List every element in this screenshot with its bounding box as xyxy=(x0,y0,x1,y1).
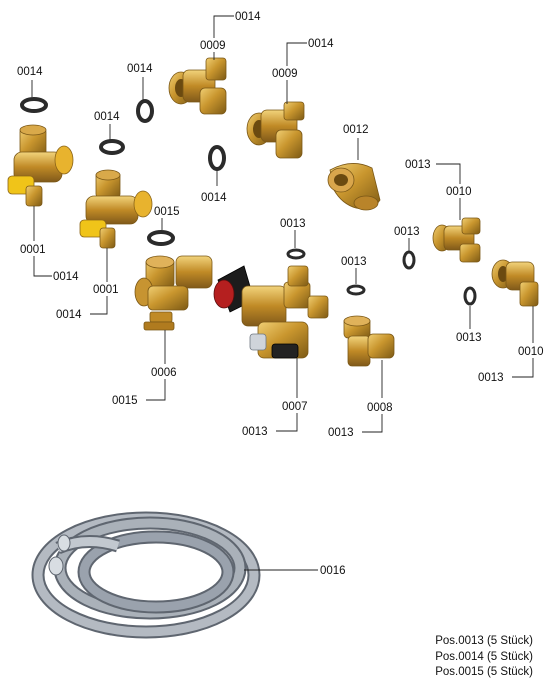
seal-ring-0014-a xyxy=(20,97,48,113)
label-0001-left: 0001 xyxy=(20,244,46,256)
leader-lines xyxy=(31,15,534,571)
seal-ring-0013-a xyxy=(286,248,306,260)
label-0015-bottom: 0015 xyxy=(112,395,138,407)
label-0014-top: 0014 xyxy=(235,11,261,23)
elbow-0009-top xyxy=(168,57,227,115)
label-0013-seal-a: 0013 xyxy=(280,218,306,230)
fitting-0008 xyxy=(343,315,395,367)
hose-coil-0016 xyxy=(31,511,261,639)
quantity-notes: Pos.0013 (5 Stück) Pos.0014 (5 Stück) Po… xyxy=(435,634,533,681)
safety-valve-group-0007 xyxy=(213,265,329,359)
label-0013-right-top: 0013 xyxy=(405,159,431,171)
label-0009-second: 0009 xyxy=(272,68,298,80)
ball-valve-0001-left xyxy=(7,124,74,207)
seal-ring-0013-b xyxy=(346,284,366,296)
seal-ring-0013-c xyxy=(402,250,416,270)
label-0006: 0006 xyxy=(151,367,177,379)
label-0014-right-bottom: 0014 xyxy=(56,309,82,321)
seal-ring-0015 xyxy=(147,230,175,246)
label-0015-seal: 0015 xyxy=(154,206,180,218)
label-0013-under-0008: 0013 xyxy=(328,427,354,439)
quantity-note-0013: Pos.0013 (5 Stück) xyxy=(435,635,533,647)
elbow-0010-b xyxy=(491,259,539,307)
elbow-fitting-0012 xyxy=(327,163,381,211)
seal-ring-0013-d xyxy=(463,286,477,306)
seal-ring-0014-d xyxy=(208,145,226,171)
label-0014-seal-c: 0014 xyxy=(127,63,153,75)
label-0008: 0008 xyxy=(367,402,393,414)
label-0013-seal-b: 0013 xyxy=(341,256,367,268)
label-0014-second: 0014 xyxy=(308,38,334,50)
label-0009-top: 0009 xyxy=(200,40,226,52)
label-0013-seal-c: 0013 xyxy=(394,226,420,238)
quantity-note-0015: Pos.0015 (5 Stück) xyxy=(435,666,533,678)
label-0001-right: 0001 xyxy=(93,284,119,296)
label-0014-seal-b: 0014 xyxy=(94,111,120,123)
quantity-note-0014: Pos.0014 (5 Stück) xyxy=(435,650,533,663)
label-0014-seal-a: 0014 xyxy=(17,66,43,78)
part-labels: 0014 0014 0014 0014 0009 0014 0009 0014 … xyxy=(17,11,544,577)
seal-ring-0014-b xyxy=(99,139,125,155)
label-0010-b: 0010 xyxy=(518,346,544,358)
label-0014-seal-d: 0014 xyxy=(201,192,227,204)
seal-ring-0014-c xyxy=(136,99,154,123)
ball-valve-0001-right xyxy=(79,169,153,249)
label-0007: 0007 xyxy=(282,401,308,413)
label-0013-seal-d: 0013 xyxy=(456,332,482,344)
label-0012: 0012 xyxy=(343,124,369,136)
label-0010-a: 0010 xyxy=(446,186,472,198)
label-0013-under-0007: 0013 xyxy=(242,426,268,438)
label-0016: 0016 xyxy=(320,565,346,577)
label-0014-left-bottom: 0014 xyxy=(53,271,79,283)
valve-0006 xyxy=(134,255,213,331)
label-0013-under-0010: 0013 xyxy=(478,372,504,384)
elbow-0009-second xyxy=(246,101,305,159)
elbow-0010-a xyxy=(432,217,481,263)
